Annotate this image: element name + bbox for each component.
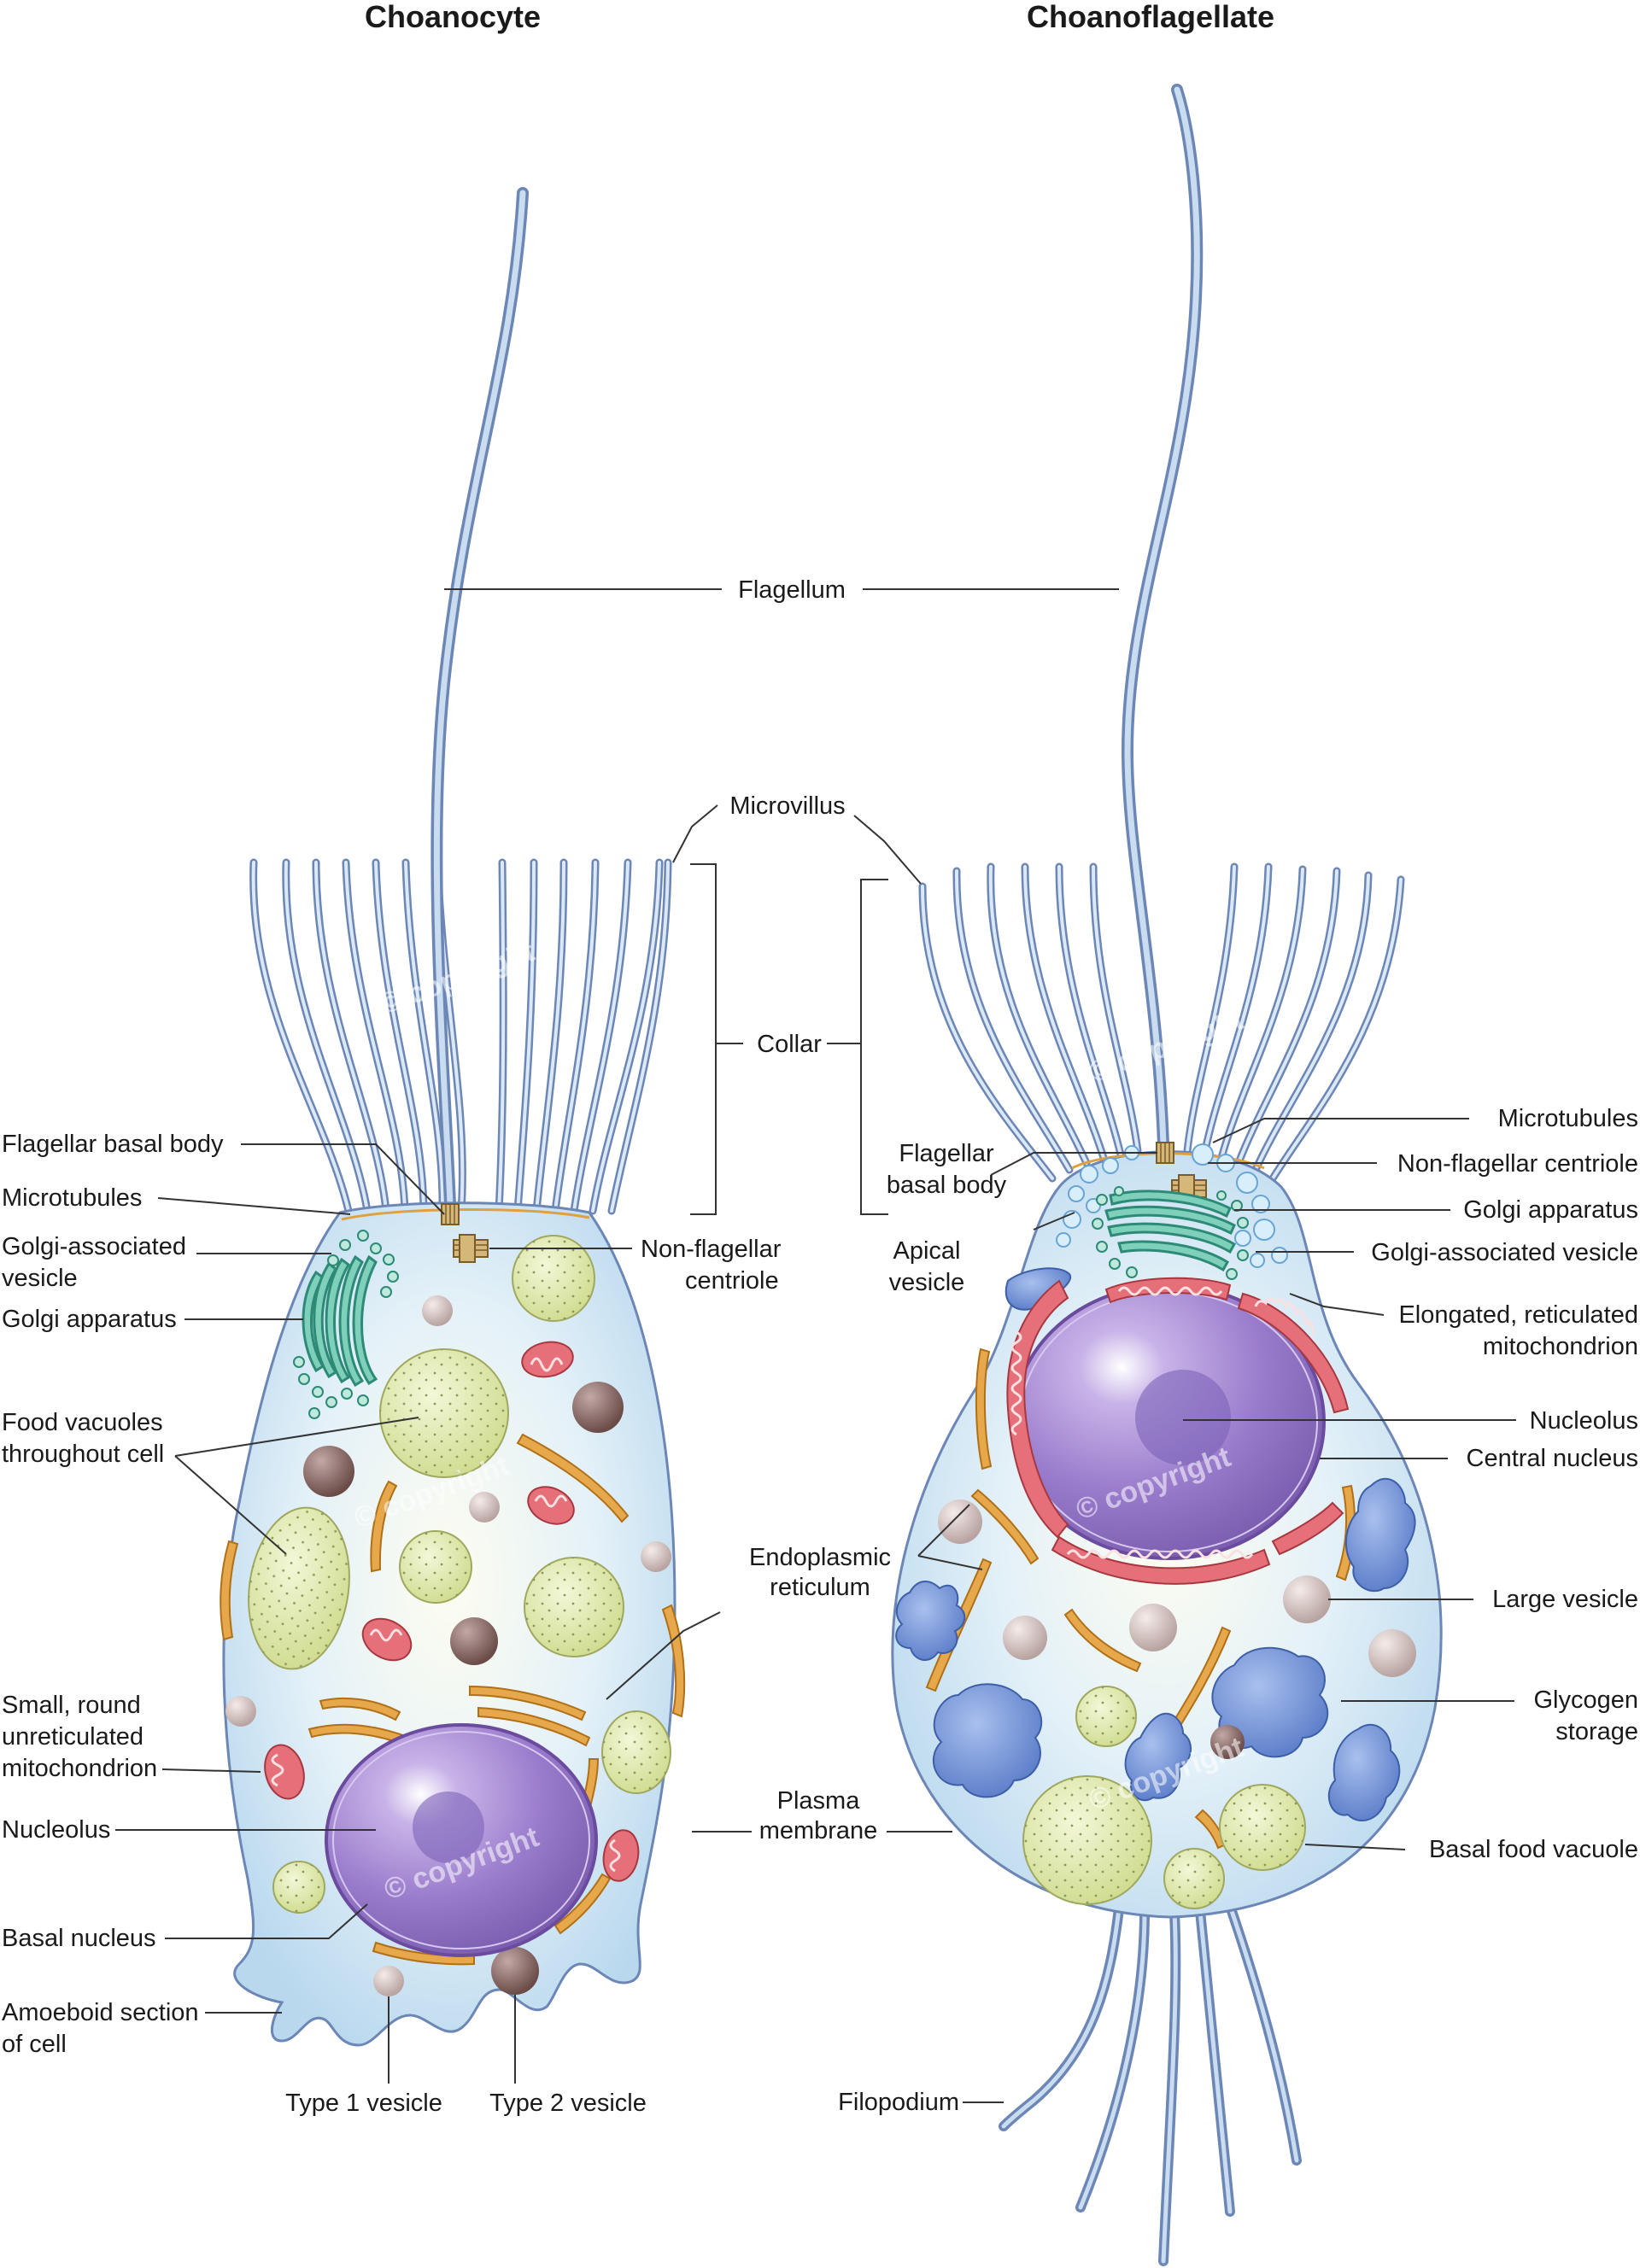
label-microvillus: Microvillus (729, 792, 845, 820)
label-f-large-vesicle: Large vesicle (1492, 1586, 1638, 1613)
label-f-basal-body-2: basal body (887, 1172, 1007, 1199)
label-f-golgi-apparatus: Golgi apparatus (1463, 1196, 1638, 1224)
label-plasma-2: membrane (759, 1817, 878, 1844)
choanocyte-flagellum (430, 187, 529, 1210)
label-er-1: Endoplasmic (749, 1544, 891, 1571)
label-c-amoeboid-2: of cell (2, 2031, 67, 2058)
label-f-nucleolus: Nucleolus (1530, 1407, 1638, 1435)
label-f-filopodium: Filopodium (838, 2089, 959, 2116)
label-f-basal-body-1: Flagellar (899, 1140, 994, 1167)
choanoflagellate-nucleolus (1135, 1370, 1231, 1465)
choanocyte-golgi-vesicles (293, 1230, 399, 1419)
choanoflagellate-basal-body (1156, 1142, 1174, 1164)
label-c-type2: Type 2 vesicle (489, 2090, 647, 2117)
label-f-microtubules: Microtubules (1498, 1105, 1638, 1132)
label-c-nucleolus: Nucleolus (2, 1816, 110, 1844)
label-f-golgi-vesicle: Golgi-associated vesicle (1371, 1239, 1638, 1266)
choanocyte-basal-body (441, 1203, 460, 1225)
title-choanoflagellate: Choanoflagellate (1027, 0, 1274, 34)
label-c-amoeboid-1: Amoeboid section (2, 1999, 199, 2026)
choanoflagellate-cell: © copyright © copyright © copyright (891, 84, 1443, 2266)
label-c-centriole-1: Non-flagellar (641, 1236, 782, 1263)
choanocyte-nucleus (325, 1723, 598, 1957)
label-f-apical-2: vesicle (889, 1269, 965, 1296)
label-c-microtubules: Microtubules (2, 1184, 142, 1212)
label-plasma-1: Plasma (777, 1787, 861, 1815)
choanoflagellate-nucleus (1011, 1283, 1326, 1560)
choanocyte-golgi (302, 1254, 378, 1388)
label-f-basal-food-vacuole: Basal food vacuole (1429, 1836, 1638, 1863)
label-c-centriole-2: centriole (685, 1267, 779, 1295)
label-er-2: reticulum (770, 1574, 870, 1601)
label-f-central-nucleus: Central nucleus (1467, 1445, 1639, 1472)
label-f-glycogen-2: storage (1555, 1718, 1638, 1745)
label-flagellum: Flagellum (738, 576, 846, 604)
label-c-golgi-vesicle-1: Golgi-associated (2, 1233, 186, 1260)
label-c-small-mito-3: mitochondrion (2, 1755, 157, 1782)
watermark: © copyright (376, 935, 539, 1020)
label-c-small-mito-2: unreticulated (2, 1723, 144, 1751)
choanoflagellate-food-vacuoles (1022, 1686, 1306, 1909)
labels: Flagellum Microvillus Collar Endoplasmic… (2, 576, 1638, 2117)
choanoflagellate-glycogen (895, 1477, 1416, 1822)
label-c-type1: Type 1 vesicle (285, 2090, 442, 2117)
choanocyte-vesicles (226, 1295, 671, 1996)
label-c-food-vacuoles-2: throughout cell (2, 1441, 164, 1468)
choanoflagellate-large-vesicles (938, 1499, 1416, 1759)
choanoflagellate-golgi-vesicles (1092, 1186, 1249, 1280)
choanocyte-cell: © copyright © copyright © copyright (220, 187, 686, 2047)
choanocyte-nucleolus (413, 1792, 484, 1863)
label-c-golgi-apparatus: Golgi apparatus (2, 1306, 177, 1333)
choanocyte-food-vacuoles (248, 1235, 671, 1914)
label-f-elongated-mito-2: mitochondrion (1483, 1333, 1638, 1360)
type1-vesicle (373, 1966, 404, 1996)
label-c-flagellar-basal-body: Flagellar basal body (2, 1131, 224, 1158)
label-f-elongated-mito-1: Elongated, reticulated (1398, 1301, 1638, 1329)
choanocyte-centriole (453, 1234, 489, 1263)
label-c-golgi-vesicle-2: vesicle (2, 1265, 78, 1292)
choanocyte-mitochondria (264, 1341, 640, 1882)
type2-vesicle (491, 1947, 539, 1995)
leader-lines (115, 588, 1516, 2103)
label-c-food-vacuoles-1: Food vacuoles (2, 1409, 163, 1436)
choanoflagellate-flagellum (1121, 84, 1204, 1150)
label-collar: Collar (757, 1031, 822, 1058)
choanoflagellate-golgi (1104, 1190, 1237, 1272)
label-f-glycogen-1: Glycogen (1533, 1686, 1638, 1714)
label-c-basal-nucleus: Basal nucleus (2, 1925, 156, 1952)
choanoflagellate-filopodia (999, 1901, 1302, 2266)
label-f-centriole: Non-flagellar centriole (1397, 1150, 1638, 1178)
label-f-apical-1: Apical (893, 1237, 961, 1265)
title-choanocyte: Choanocyte (365, 0, 541, 34)
label-c-small-mito-1: Small, round (2, 1692, 141, 1719)
